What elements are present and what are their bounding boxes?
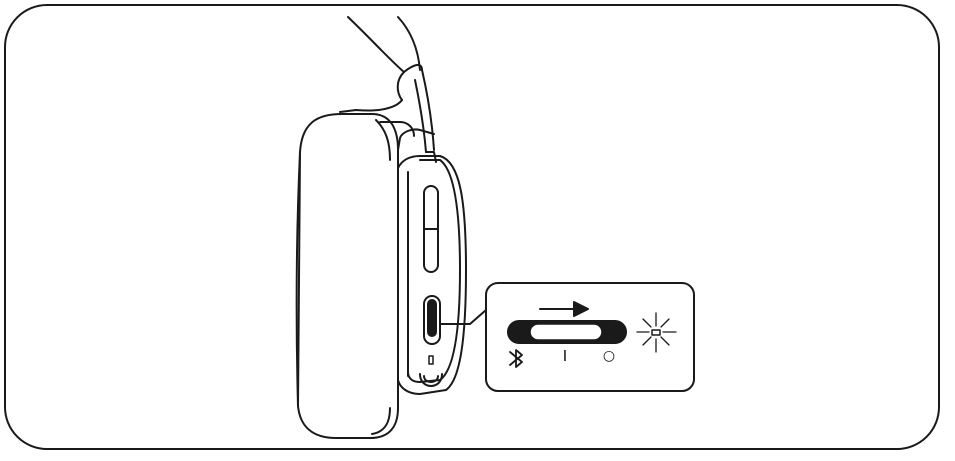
headband (339, 16, 435, 153)
callout-leader (439, 309, 487, 325)
power-slider-slot (423, 295, 441, 345)
led-dot (428, 355, 434, 365)
bluetooth-icon (509, 349, 523, 368)
charging-port (419, 373, 443, 387)
frame-border (4, 4, 940, 450)
power-switch-track (507, 320, 627, 344)
slide-direction-arrow (539, 301, 589, 317)
ear-cup-housing (397, 128, 467, 395)
callout-box (485, 282, 695, 392)
power-off-mark: ○ (602, 348, 616, 364)
volume-buttons (423, 185, 439, 273)
power-on-mark: I (562, 347, 568, 365)
blinking-led-icon (636, 312, 677, 353)
callout-mode-labels: I ○ (486, 283, 694, 391)
ear-cushion (295, 113, 415, 439)
